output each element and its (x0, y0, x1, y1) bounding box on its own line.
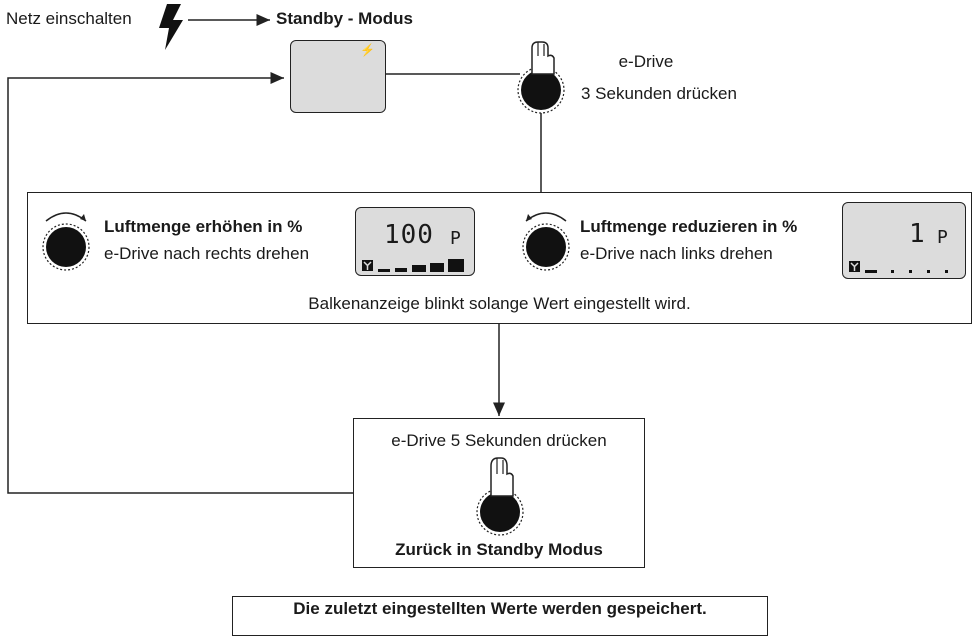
lcd-unit: P (937, 227, 948, 248)
lightning-icon (159, 4, 183, 50)
standby-mode-label: Standby - Modus (276, 9, 413, 28)
arrow-clockwise-icon (80, 214, 86, 221)
hand-press-icon (531, 41, 555, 75)
bar-graph-full (362, 259, 464, 272)
back-to-standby-text: Zurück in Standby Modus (395, 540, 603, 559)
standby-lcd-display: ⚡ (290, 40, 386, 113)
edrive-knob-press-5s[interactable] (470, 452, 530, 538)
increase-title: Luftmenge erhöhen in % (104, 217, 303, 236)
decrease-desc: e-Drive nach links drehen (580, 244, 773, 263)
decrease-title: Luftmenge reduzieren in % (580, 217, 798, 236)
lcd-value: 100 (384, 220, 434, 250)
lcd-100-percent: 100 P (355, 207, 475, 276)
lightning-icon: ⚡ (360, 43, 375, 57)
increase-desc: e-Drive nach rechts drehen (104, 244, 310, 263)
flow-connectors (7, 14, 542, 494)
knob-rotate-left[interactable] (516, 207, 576, 271)
edrive-label: e-Drive (618, 52, 674, 71)
press-5s-text: e-Drive 5 Sekunden drücken (391, 431, 607, 450)
arrow-return-to-standby (7, 72, 353, 494)
bar-graph-minimum (849, 261, 948, 273)
adjust-panel (27, 192, 972, 324)
knob-rotate-right[interactable] (36, 207, 96, 271)
lcd-unit: P (450, 228, 461, 249)
edrive-knob-press[interactable] (512, 34, 572, 118)
arrow-counterclockwise-icon (526, 214, 532, 221)
blink-note: Balkenanzeige blinkt solange Wert einges… (308, 294, 691, 313)
hand-press-icon (490, 457, 514, 497)
power-on-label: Netz einschalten (6, 9, 132, 28)
lcd-1-percent: 1 P (842, 202, 966, 279)
edrive-press-3s: 3 Sekunden drücken (581, 84, 737, 103)
lcd-value: 1 (909, 219, 925, 249)
saved-values-text: Die zuletzt eingestellten Werte werden g… (293, 599, 707, 618)
